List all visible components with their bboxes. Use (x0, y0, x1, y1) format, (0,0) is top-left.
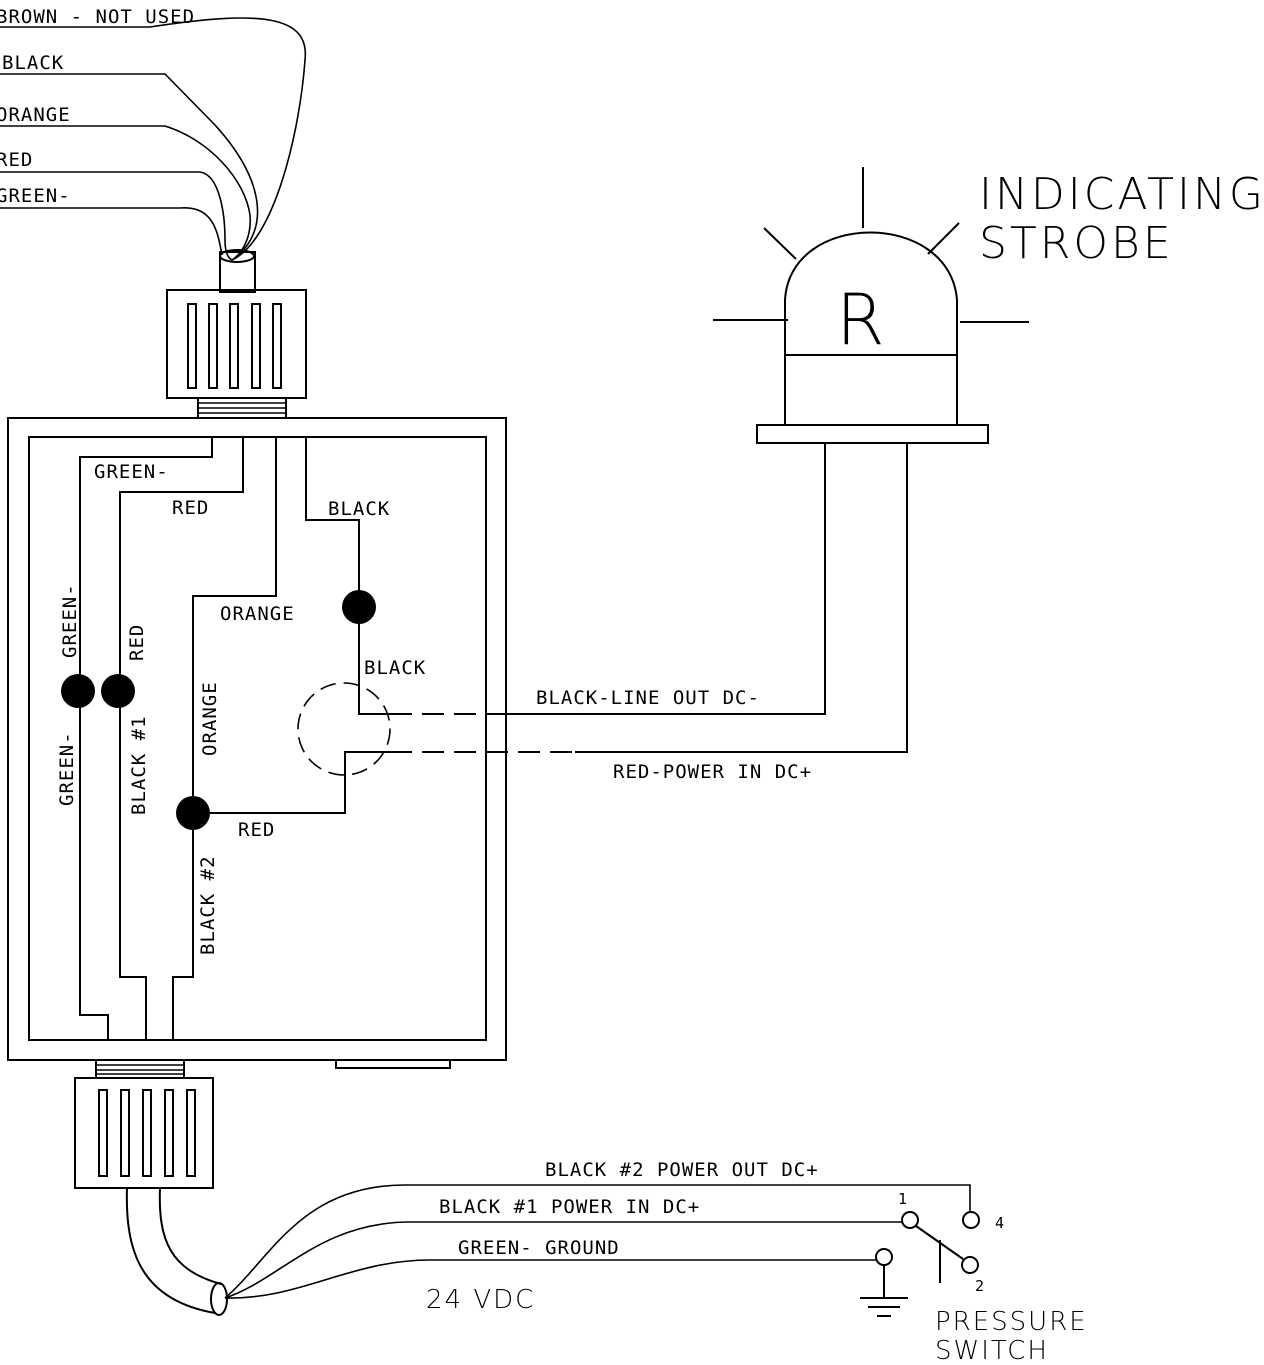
junction-box: GREEN- RED BLACK ORANGE BLACK RED GREEN-… (7, 417, 507, 1069)
orange-wire-label: ORANGE (0, 104, 71, 126)
red-wire-label: RED (0, 149, 33, 171)
top-cable-wires: BROWN - NOT USED BLACK ORANGE RED GREEN- (0, 6, 307, 261)
strobe-base (784, 354, 958, 426)
switch-pin-1-label: 1 (898, 1190, 907, 1208)
ground-symbol (860, 1248, 908, 1317)
red-strobe-internal-wire (193, 751, 390, 814)
green-splice-dot (61, 674, 95, 708)
bottom-cable-gland (74, 1059, 228, 1316)
pressure-switch-label-line1: PRESSURE (935, 1307, 1088, 1337)
top-cable-sleeve (219, 251, 256, 293)
black1-power-in-wire (224, 1221, 902, 1299)
green-internal-wire (79, 437, 213, 1040)
junction-box-latch (335, 1059, 451, 1069)
black-wire-label: BLACK (2, 52, 64, 74)
red-power-in-label: RED-POWER IN DC+ (613, 761, 812, 783)
bottom-field-wires: BLACK #2 POWER OUT DC+ BLACK #1 POWER IN… (224, 1159, 971, 1315)
ground-terminal (875, 1248, 893, 1266)
switch-pin-4-label: 4 (995, 1214, 1004, 1232)
bottom-cable-sheath (125, 1187, 216, 1314)
black-top-label: BLACK (328, 498, 390, 520)
bottom-gland-thread (95, 1059, 185, 1079)
black-wire (0, 73, 259, 259)
switch-terminal-2 (961, 1256, 979, 1274)
green-vertical-upper-label: GREEN- (59, 583, 81, 658)
strobe-ray-upper-left (763, 227, 797, 260)
strobe-letter: R (836, 279, 885, 361)
strobe-cable: BLACK-LINE OUT DC- RED-POWER IN DC+ (390, 442, 908, 783)
black-internal-wire (305, 437, 390, 715)
black-line-out-wire (490, 442, 826, 715)
voltage-label: 24 VDC (426, 1285, 535, 1315)
brown-wire (0, 17, 307, 261)
top-cable-gland (166, 249, 307, 419)
orange-vertical-label: ORANGE (199, 681, 221, 756)
orange-internal-wire (172, 437, 277, 1040)
junction-box-outer (7, 417, 507, 1061)
black2-power-out-label: BLACK #2 POWER OUT DC+ (545, 1159, 819, 1181)
green-wire (0, 207, 223, 256)
bottom-gland-body (74, 1077, 214, 1189)
strobe-title-line2: STROBE (979, 218, 1174, 269)
black1-vertical-label: BLACK #1 (128, 715, 150, 815)
black-line-out-label: BLACK-LINE OUT DC- (536, 687, 760, 709)
red-wire (0, 171, 233, 261)
red-bottom-label: RED (238, 819, 275, 841)
strobe-mount-plate (756, 424, 989, 444)
red-top-label: RED (172, 497, 209, 519)
black2-power-out-wire (224, 1184, 971, 1299)
green-vertical-lower-label: GREEN- (56, 731, 78, 806)
pressure-switch: 1 4 2 PRESSURE SWITCH (898, 1190, 1088, 1365)
black2-vertical-label: BLACK #2 (197, 855, 219, 955)
strobe-cable-fitting (297, 682, 391, 776)
red-internal-wire (119, 437, 244, 1040)
green-top-label: GREEN- (94, 461, 169, 483)
red-power-in-wire (575, 442, 908, 753)
switch-terminal-4 (962, 1211, 980, 1229)
green-ground-wire (224, 1259, 876, 1299)
top-cable-end (219, 249, 255, 263)
red-vertical-label: RED (126, 624, 148, 661)
bottom-cable-end (210, 1282, 228, 1316)
orange-mid-label: ORANGE (220, 603, 295, 625)
switch-pin-2-label: 2 (975, 1277, 984, 1295)
strobe-dome (784, 231, 958, 356)
green-ground-label: GREEN- GROUND (458, 1237, 620, 1259)
black1-power-in-label: BLACK #1 POWER IN DC+ (439, 1196, 700, 1218)
strobe-title-line1: INDICATING (979, 169, 1264, 220)
red-splice-dot (101, 674, 135, 708)
green-wire-label: GREEN- (0, 185, 71, 207)
indicating-strobe: R INDICATING STROBE (713, 167, 1264, 444)
junction-box-inner (28, 436, 487, 1041)
brown-wire-label: BROWN - NOT USED (0, 6, 195, 28)
switch-terminal-1 (901, 1211, 919, 1229)
pressure-switch-label-line2: SWITCH (935, 1336, 1049, 1365)
orange-splice-dot (176, 796, 210, 830)
strobe-ray-upper-right (927, 222, 960, 255)
black-splice-dot (342, 590, 376, 624)
black-mid-label: BLACK (364, 657, 426, 679)
